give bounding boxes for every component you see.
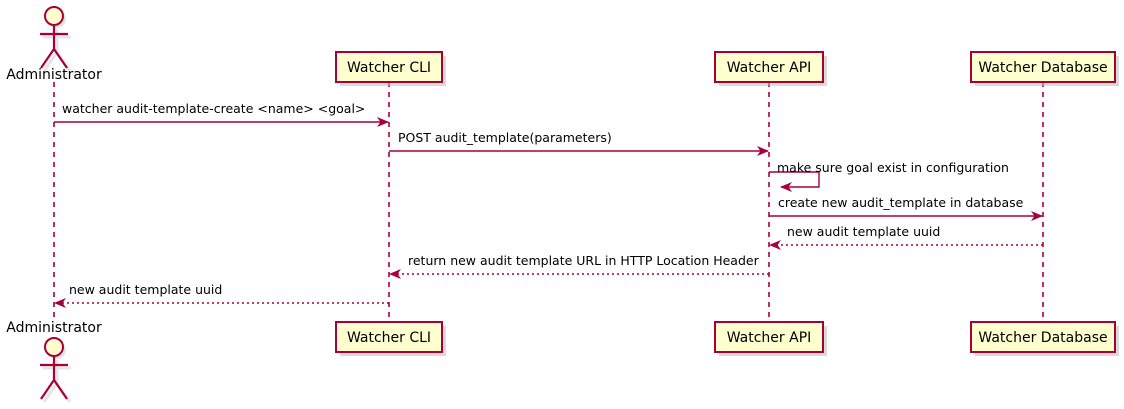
- message-label: return new audit template URL in HTTP Lo…: [408, 253, 760, 268]
- participant-box-watcher-database[interactable]: Watcher Database: [970, 321, 1119, 356]
- messages-layer: watcher audit-template-create <name> <go…: [54, 101, 1043, 308]
- participant-label: Watcher API: [727, 330, 812, 346]
- message-2: POST audit_template(parameters): [389, 130, 769, 156]
- participant-label: Watcher Database: [978, 60, 1107, 76]
- participant-box-watcher-database[interactable]: Watcher Database: [970, 51, 1119, 86]
- actor-head-icon: [44, 337, 64, 357]
- box-rect: [714, 321, 824, 353]
- message-label: watcher audit-template-create <name> <go…: [62, 101, 365, 116]
- actor-administrator[interactable]: [40, 337, 72, 403]
- message-7: new audit template uuid: [54, 282, 389, 308]
- message-4: create new audit_template in database: [769, 195, 1043, 221]
- box-rect: [970, 51, 1116, 83]
- box-rect: [714, 51, 824, 83]
- actor-administrator[interactable]: [40, 6, 72, 72]
- participant-label: Watcher Database: [978, 330, 1107, 346]
- actor-body-icon: [40, 357, 68, 400]
- box-rect: [335, 51, 443, 83]
- message-label: create new audit_template in database: [778, 195, 1024, 210]
- message-3: make sure goal exist in configuration: [769, 160, 1009, 192]
- participant-box-watcher-cli[interactable]: Watcher CLI: [335, 51, 446, 86]
- message-label: make sure goal exist in configuration: [777, 160, 1009, 175]
- message-6: return new audit template URL in HTTP Lo…: [389, 253, 769, 279]
- actor-body-icon: [40, 26, 68, 69]
- box-rect: [335, 321, 443, 353]
- participant-label: Watcher API: [727, 60, 812, 76]
- message-5: new audit template uuid: [769, 224, 1043, 250]
- participant-box-watcher-api[interactable]: Watcher API: [714, 51, 827, 86]
- message-label: POST audit_template(parameters): [398, 130, 612, 145]
- lifelines-layer: [53, 82, 1044, 322]
- message-label: new audit template uuid: [787, 224, 940, 239]
- message-label: new audit template uuid: [69, 282, 222, 297]
- participant-box-watcher-api[interactable]: Watcher API: [714, 321, 827, 356]
- actor-label-bottom-administrator: Administrator: [6, 320, 102, 336]
- actor-head-icon: [44, 6, 64, 26]
- actor-label-top-administrator: Administrator: [6, 67, 102, 83]
- participant-label: Watcher CLI: [347, 330, 431, 346]
- participant-box-watcher-cli[interactable]: Watcher CLI: [335, 321, 446, 356]
- message-self-loop: [769, 171, 820, 192]
- box-rect: [970, 321, 1116, 353]
- message-1: watcher audit-template-create <name> <go…: [54, 101, 389, 127]
- participant-label: Watcher CLI: [347, 60, 431, 76]
